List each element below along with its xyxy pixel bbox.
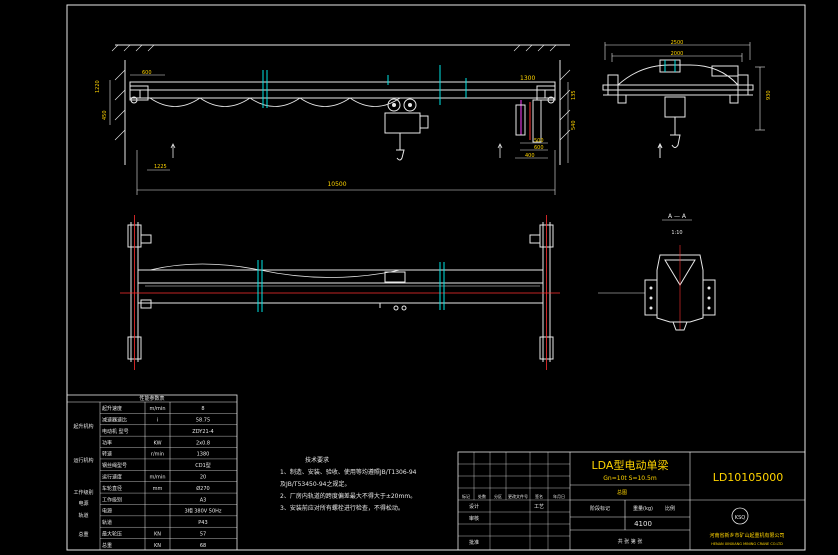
dim-1300: 1300	[520, 75, 535, 82]
spec-group-label: 轨道	[78, 512, 88, 519]
tech-req-line: 2、厂房内轨道的跨度偏差最大不得大于±20mm。	[280, 492, 416, 500]
company-logo-text: KSQ	[735, 515, 745, 521]
label-design: 设计	[469, 503, 479, 510]
spec-cell: i	[157, 418, 158, 424]
spec-cell: 运行速度	[102, 474, 122, 481]
spec-cell: 8	[201, 406, 204, 412]
spec-cell: 车轮直径	[102, 485, 122, 492]
sheet-border	[66, 4, 806, 551]
spec-cell: CD1型	[195, 462, 211, 469]
label-stage: 阶段标记	[590, 505, 610, 512]
dim-h2: 540	[571, 120, 577, 130]
dim-400: 400	[525, 153, 535, 159]
section-aa	[598, 219, 716, 331]
spec-cell: 工作级别	[102, 496, 122, 503]
dim-1220: 1220	[95, 80, 101, 93]
spec-cell: 最大轮压	[102, 530, 122, 537]
tech-req-line: 1、制造、安装、验收、使用等均遵照JB/T1306-94	[280, 468, 417, 476]
drawing-title-main: LDA型电动单梁	[592, 458, 669, 472]
label-process: 工艺	[534, 504, 544, 510]
spec-cell: KN	[154, 531, 161, 537]
label-sign: 签名	[535, 493, 543, 499]
dim-600b: 600	[142, 70, 152, 76]
label-sheet: 共 张 第 张	[618, 538, 643, 545]
tech-req-line: 3、安装前应对所有螺栓进行检查，不得松动。	[280, 504, 404, 512]
dim-wheel-base: 2000	[671, 51, 684, 57]
spec-cell: KN	[154, 543, 161, 549]
spec-group-label: 起升机构	[73, 423, 93, 430]
spec-cell: mm	[153, 486, 163, 492]
company-name: 河南省新乡市矿山起重机有限公司	[709, 532, 784, 539]
spec-cell: 功率	[102, 439, 112, 446]
company-name-en: HENAN XINXIANG MINING CRANE CO.LTD	[711, 542, 783, 546]
spec-cell: P43	[198, 520, 207, 526]
drawing-weight: 4100	[634, 520, 652, 528]
spec-cell: 58.75	[196, 418, 210, 424]
spec-cell: 2x0.8	[196, 440, 210, 446]
spec-table	[66, 394, 238, 551]
label-zone: 分区	[494, 493, 502, 499]
elevation-view	[109, 44, 571, 195]
spec-cell: 钢丝绳型号	[102, 462, 127, 469]
title-block	[457, 451, 806, 551]
spec-rows: 起升速度 m/min 8 减速器速比 i 58.75 电动机 型号 ZDY21-4 功率 KW 2x…	[102, 405, 222, 549]
spec-cell: m/min	[150, 406, 166, 412]
spec-group-label: 总重	[78, 531, 88, 538]
dim-500: 500	[534, 138, 544, 144]
spec-cell: 68	[200, 543, 206, 549]
spec-group-label: 工作级别	[73, 489, 93, 496]
spec-cell: KW	[153, 440, 161, 446]
drawing-title-note: 总图	[617, 489, 627, 496]
spec-group-label: 运行机构	[73, 457, 93, 464]
spec-group-label: 电源	[78, 500, 88, 507]
label-check: 审核	[469, 515, 479, 522]
spec-cell: 电动机 型号	[102, 428, 129, 435]
label-weight: 重量(kg)	[633, 505, 653, 512]
spec-cell: 20	[200, 475, 206, 481]
dim-450: 450	[102, 110, 108, 120]
dim-hook-left: 1225	[154, 164, 167, 170]
tech-req-lines: 1、制造、安装、验收、使用等均遵照JB/T1306-94 及JB/T53450-9…	[280, 468, 417, 512]
label-scale: 比例	[665, 505, 675, 512]
dim-135: 135	[571, 90, 577, 100]
spec-cell: m/min	[150, 475, 166, 481]
spec-cell: 减速器速比	[102, 417, 127, 424]
tech-req-title: 技术要求	[305, 456, 329, 464]
spec-cell: 57	[200, 531, 206, 537]
drawing-number: LD10105000	[713, 471, 784, 484]
spec-cell: 电源	[102, 508, 112, 515]
main-girder	[129, 81, 556, 91]
spec-cell: Ø270	[196, 485, 209, 492]
electric-hoist	[384, 98, 429, 161]
dim-span: 10500	[327, 181, 346, 188]
spec-cell: 转速	[102, 451, 112, 458]
section-scale: 1:10	[671, 230, 682, 236]
plan-view	[120, 215, 560, 370]
spec-cell: 3相 380V 50Hz	[184, 508, 221, 515]
dim-v1: 930	[766, 90, 772, 100]
label-change-doc: 更改文件号	[508, 493, 528, 499]
dim-width-top: 2500	[671, 40, 684, 46]
section-label: A — A	[668, 213, 687, 220]
drawing-title-sub: Gn=10t S=10.5m	[603, 475, 657, 482]
spec-cell: 轨道	[102, 519, 112, 526]
label-mark: 标记	[462, 493, 470, 499]
label-count: 处数	[478, 493, 486, 499]
spec-cell: 总重	[102, 542, 112, 549]
side-view	[602, 42, 765, 158]
spec-cell: 1380	[197, 452, 210, 458]
spec-table-title: 性能参数表	[139, 395, 164, 402]
tech-req-line: 及JB/T53450-94之规定。	[280, 480, 350, 488]
spec-cell: A3	[200, 497, 207, 503]
spec-cell: r/min	[151, 452, 164, 458]
label-date: 年月日	[553, 493, 565, 499]
label-approve: 批准	[469, 539, 479, 546]
spec-cell: ZDY21-4	[192, 429, 213, 435]
dim-600: 600	[534, 145, 544, 151]
spec-cell: 起升速度	[102, 405, 122, 412]
